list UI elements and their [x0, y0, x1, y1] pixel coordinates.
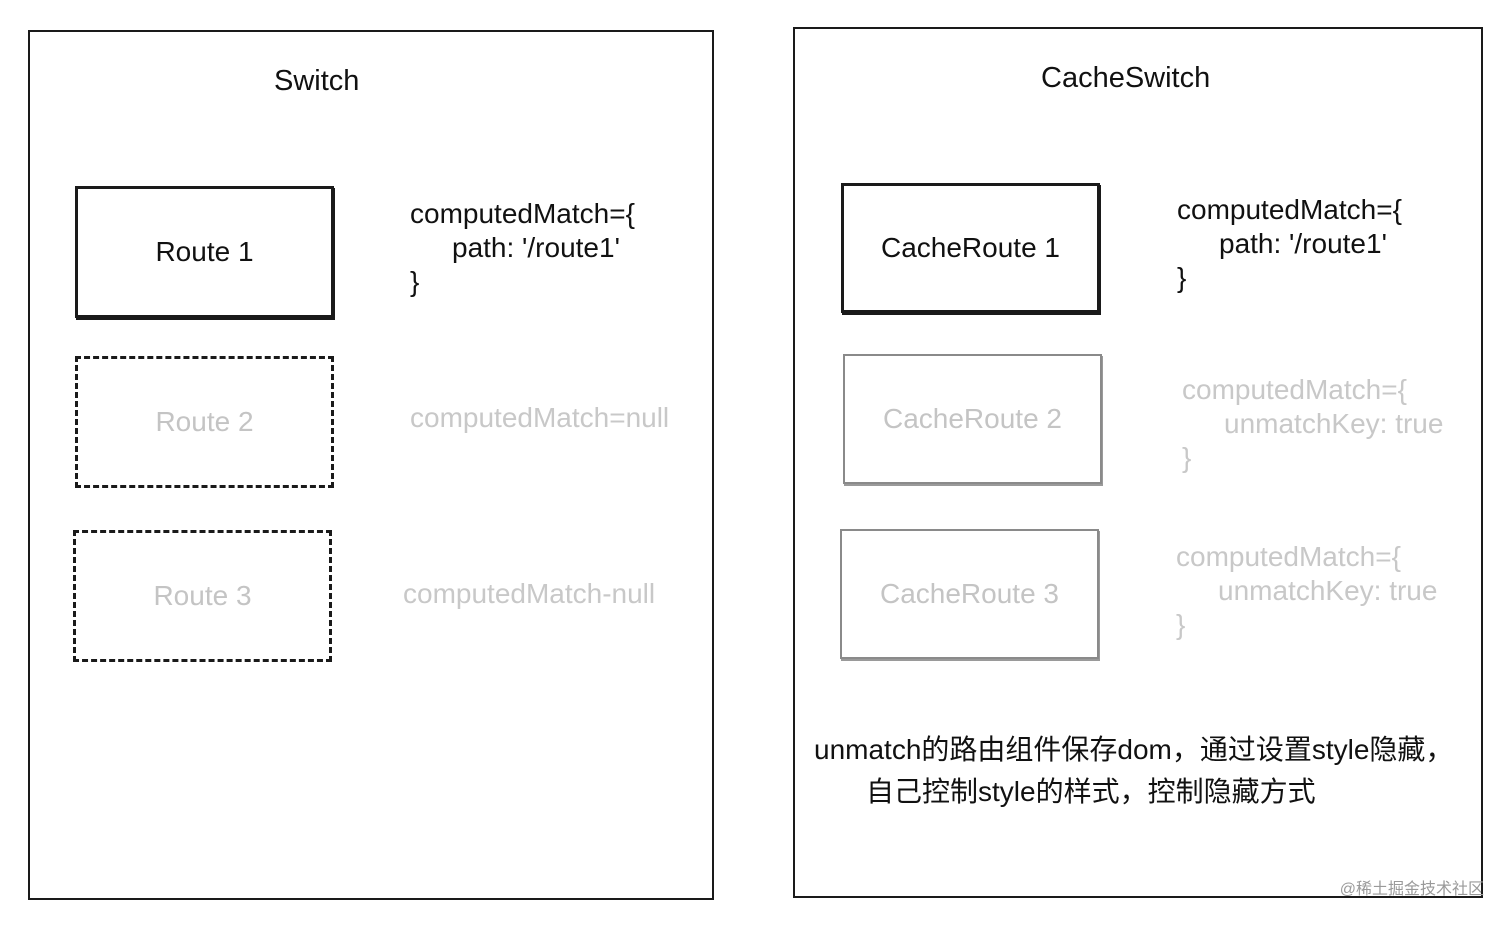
- cacheroute-3-box: CacheRoute 3: [840, 529, 1099, 659]
- cacheroute-2-match-line1: computedMatch={: [1182, 374, 1407, 405]
- cacheroute-1-label: CacheRoute 1: [880, 232, 1060, 263]
- cacheswitch-title: CacheSwitch: [1041, 62, 1211, 94]
- route-1-match-line2: path: '/route1': [452, 232, 620, 263]
- route-1-label: Route 1: [155, 236, 254, 267]
- route-1-match-line1: computedMatch={: [410, 198, 635, 229]
- switch-panel: Switch Route 1 computedMatch={ path: '/r…: [28, 30, 714, 900]
- cacheroute-3-computed-match: computedMatch={ unmatchKey: true }: [1176, 540, 1437, 642]
- cacheroute-3-match-line2: unmatchKey: true: [1218, 575, 1438, 606]
- cacheroute-2-computed-match: computedMatch={ unmatchKey: true }: [1182, 373, 1443, 475]
- cacheroute-3-match-line1: computedMatch={: [1176, 541, 1401, 572]
- route-3-box: Route 3: [73, 530, 332, 662]
- cacheroute-1-match-line2: path: '/route1': [1219, 228, 1387, 259]
- cacheroute-1-match-line1: computedMatch={: [1177, 194, 1402, 225]
- cacheswitch-panel: CacheSwitch CacheRoute 1 computedMatch={…: [793, 27, 1483, 898]
- cacheroute-2-box: CacheRoute 2: [843, 354, 1102, 484]
- route-3-label: Route 3: [153, 580, 252, 611]
- cacheroute-3-match-line3: }: [1176, 609, 1186, 640]
- switch-title: Switch: [274, 65, 360, 97]
- cacheroute-1-box: CacheRoute 1: [841, 183, 1100, 313]
- note-line1: unmatch的路由组件保存dom，通过设置style隐藏，: [814, 734, 1454, 765]
- cacheroute-1-match-line3: }: [1177, 262, 1187, 293]
- cacheroute-2-label: CacheRoute 2: [882, 403, 1062, 434]
- route-2-label: Route 2: [155, 406, 254, 437]
- route-3-computed-match: computedMatch-null: [403, 578, 656, 609]
- cacheroute-2-match-line3: }: [1182, 442, 1192, 473]
- route-1-match-line3: }: [410, 266, 420, 297]
- cacheroute-3-label: CacheRoute 3: [879, 578, 1059, 609]
- route-2-computed-match: computedMatch=null: [410, 402, 670, 433]
- watermark: @稀土掘金技术社区: [1339, 881, 1484, 898]
- cacheroute-2-match-line2: unmatchKey: true: [1224, 408, 1444, 439]
- cacheswitch-note: unmatch的路由组件保存dom，通过设置style隐藏， 自己控制style…: [814, 729, 1453, 813]
- route-1-box: Route 1: [75, 186, 334, 318]
- route-1-computed-match: computedMatch={ path: '/route1' }: [410, 197, 635, 299]
- route-2-box: Route 2: [75, 356, 334, 488]
- cacheroute-1-computed-match: computedMatch={ path: '/route1' }: [1177, 193, 1402, 295]
- note-line2: 自己控制style的样式，控制隐藏方式: [866, 776, 1316, 807]
